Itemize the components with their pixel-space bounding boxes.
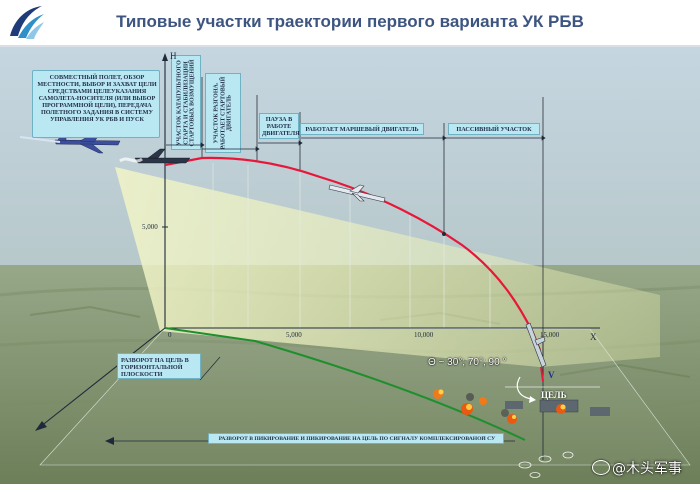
- missile-icon: [328, 184, 386, 203]
- x-tick-label: 15,000: [540, 331, 560, 339]
- target-label: Цель: [541, 390, 567, 400]
- ground-turn-label: Разворот на цель в горизонтальной плоско…: [117, 353, 201, 379]
- watermark-text: @木头军事: [612, 461, 682, 477]
- reference-plane: [39, 327, 691, 466]
- ground-turn-label-text: Разворот на цель в горизонтальной плоско…: [121, 357, 189, 378]
- ground-label-leader: [199, 356, 221, 381]
- dive-angle-text: Θ ~ 30°; 70°; 90 °: [428, 357, 507, 368]
- impact-craters: [518, 451, 574, 478]
- y-axis-label: H: [170, 51, 177, 61]
- trajectory-scene: Совместный полет, обзор местности, выбор…: [0, 45, 700, 484]
- explosion-icon: [433, 389, 566, 424]
- z-axis: [39, 327, 166, 428]
- missile-trajectory: [164, 156, 542, 351]
- x-axis-label: X: [590, 332, 597, 342]
- trajectory-marker: [442, 232, 446, 236]
- phase-label-pause-text: Пауза в работе двигателя: [262, 116, 300, 137]
- target-building: [590, 407, 610, 416]
- watermark: @木头军事: [592, 458, 682, 478]
- weibo-icon: [592, 460, 610, 475]
- phase-label-sustainer: Работает маршевый двигатель: [300, 123, 424, 135]
- phase-label-sustainer-text: Работает маршевый двигатель: [305, 126, 419, 133]
- phase-label-passive: Пассивный участок: [448, 123, 540, 135]
- launch-smoke: [119, 157, 143, 163]
- phase-arrows: [166, 135, 546, 152]
- phase-label-boost: Участок разгона. Работает стартовый двиг…: [205, 73, 241, 153]
- frame-top: [0, 45, 700, 47]
- x-tick-label: 10,000: [414, 331, 434, 339]
- z-axis-arrow: [35, 421, 47, 431]
- x-tick-label: 0: [168, 331, 172, 339]
- phase-label-catapult: Участок катапультного старта и стабилиза…: [171, 55, 201, 150]
- agency-logo-icon: [10, 6, 44, 39]
- dive-label-text: Разворот в пикирование и пикирование на …: [218, 436, 496, 442]
- dive-angle-arc: [516, 376, 533, 400]
- dive-label: Разворот в пикирование и пикирование на …: [208, 433, 504, 444]
- z-axis-label: V: [548, 370, 555, 380]
- launch-info-box: Совместный полет, обзор местности, выбор…: [32, 70, 160, 138]
- page-title: Типовые участки траектории первого вариа…: [116, 12, 584, 31]
- grid-lines: [212, 163, 491, 328]
- carrier-contrail: [19, 136, 61, 143]
- dive-angle-arrow: [529, 396, 536, 403]
- y-tick-label: 5,000: [142, 223, 158, 231]
- phase-dividers: [201, 77, 544, 375]
- ground-track: [164, 327, 526, 441]
- header: Типовые участки траектории первого вариа…: [0, 0, 700, 45]
- launch-info-text: Совместный полет, обзор местности, выбор…: [37, 74, 157, 123]
- phase-label-passive-text: Пассивный участок: [456, 126, 532, 133]
- phase-label-pause: Пауза в работе двигателя: [259, 113, 300, 139]
- dive-arrow-head: [105, 437, 114, 445]
- x-tick-label: 5,000: [286, 331, 302, 339]
- dive-final: [540, 366, 544, 382]
- target-building: [505, 401, 523, 409]
- y-axis-arrow: [162, 53, 168, 61]
